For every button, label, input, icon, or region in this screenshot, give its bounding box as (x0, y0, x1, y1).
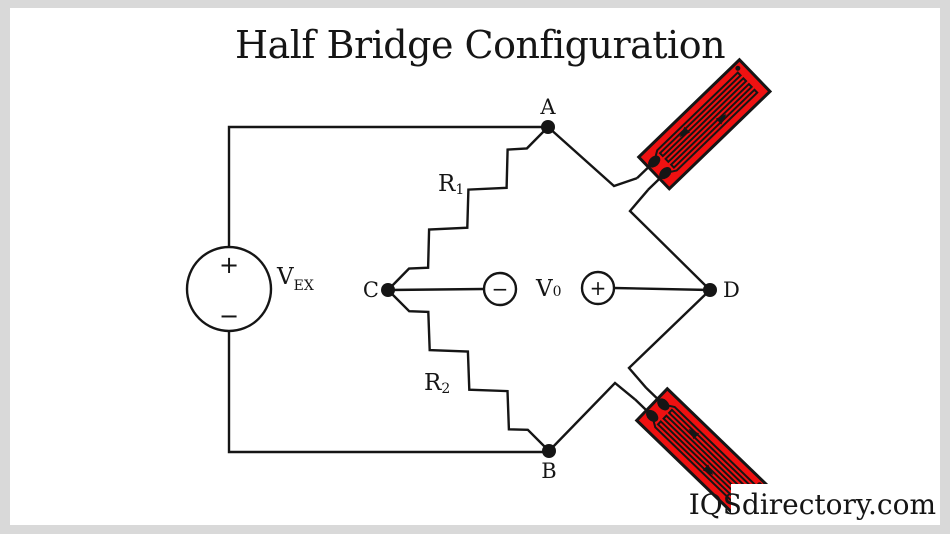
node-d-dot (703, 283, 717, 297)
output-minus-terminal (482, 271, 518, 307)
node-b-label: B (541, 459, 556, 483)
diagram-canvas (10, 8, 940, 525)
output-plus-sign: + (590, 276, 607, 300)
wire-node-a-to-top-gauge (547, 126, 638, 188)
wire-top-gauge-to-node-d (628, 189, 711, 291)
voltage-source-minus-sign: − (219, 302, 239, 330)
node-a-dot (541, 120, 555, 134)
vex-symbol: V (276, 264, 294, 290)
circuit-wires (227, 125, 711, 454)
r1-symbol: R (438, 171, 456, 197)
node-d-label: D (723, 278, 740, 302)
wire-source-to-node-b (227, 331, 549, 454)
resistor-r2-label: R2 (424, 370, 450, 397)
voltage-source-circle (185, 245, 273, 333)
node-c-dot (381, 283, 395, 297)
excitation-voltage-label: VEX (276, 264, 314, 294)
resistor-r2-zigzag (387, 289, 550, 452)
output-voltage-label: V0 (535, 276, 562, 302)
v0-subscript: 0 (553, 284, 562, 300)
voltage-source-plus-sign: + (219, 251, 239, 279)
wire-bottom-gauge-to-node-b (548, 381, 636, 452)
node-c-label: C (363, 278, 379, 302)
resistor-r1-label: R1 (438, 171, 464, 198)
node-a-label: A (539, 95, 556, 119)
r2-subscript: 2 (441, 381, 450, 397)
watermark-text: IQSdirectory.com (689, 488, 936, 521)
wire-output-plus-to-node-d (613, 286, 711, 292)
vex-subscript: EX (294, 278, 314, 294)
diagram-title: Half Bridge Configuration (235, 23, 725, 67)
output-plus-terminal (580, 270, 616, 306)
r2-symbol: R (424, 370, 442, 396)
output-minus-sign: − (492, 277, 509, 301)
wire-node-a-to-source (227, 125, 548, 247)
watermark-backdrop (731, 484, 940, 525)
r1-subscript: 1 (455, 182, 464, 198)
wire-node-d-to-bottom-gauge (627, 289, 711, 389)
v0-symbol: V (535, 276, 553, 302)
resistor-r1-zigzag (387, 126, 549, 291)
node-b-dot (542, 444, 556, 458)
wire-node-c-to-output-minus (387, 287, 485, 292)
